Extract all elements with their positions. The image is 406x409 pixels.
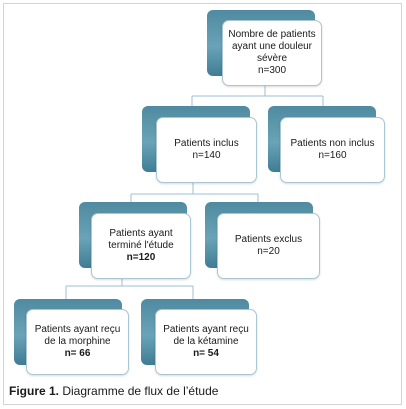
figure-caption: Figure 1. Diagramme de flux de l’étude [9, 384, 218, 398]
box-ketamine-line-2: de la kétamine [173, 336, 239, 347]
box-not-included-line-1: Patients non inclus [290, 138, 375, 149]
box-completed-line-1: Patients ayant [109, 228, 173, 239]
box-ketamine-count: n= 54 [193, 348, 219, 359]
box-excluded-count: n=20 [257, 246, 280, 257]
figure-label: Figure 1. [9, 384, 60, 398]
box-completed-line-2: terminé l'étude [108, 240, 174, 251]
box-morphine: Patients ayant reçu de la morphine n= 66 [26, 309, 129, 375]
box-morphine-count: n= 66 [64, 348, 91, 359]
box-completed: Patients ayant terminé l'étude n=120 [91, 213, 191, 279]
box-morphine-line-1: Patients ayant reçu [34, 324, 121, 335]
box-not-included-count: n=160 [318, 150, 347, 161]
box-excluded: Patients exclus n=20 [217, 213, 320, 279]
box-ketamine-line-1: Patients ayant reçu [163, 324, 249, 335]
box-root-line-3: sévère [256, 53, 287, 64]
box-included-line-1: Patients inclus [174, 138, 239, 149]
box-morphine-line-2: de la morphine [44, 336, 111, 347]
box-excluded-line-1: Patients exclus [234, 234, 303, 245]
box-root: Nombre de patients ayant une douleur sév… [222, 20, 322, 86]
figure-caption-text: Diagramme de flux de l’étude [59, 384, 219, 398]
box-ketamine: Patients ayant reçu de la kétamine n= 54 [155, 309, 257, 375]
box-root-line-1: Nombre de patients [228, 29, 316, 40]
box-root-count: n=300 [257, 65, 287, 76]
connector-included [130, 183, 259, 202]
box-not-included: Patients non inclus n=160 [280, 117, 385, 183]
box-included-count: n=140 [192, 150, 221, 161]
box-included: Patients inclus n=140 [156, 117, 257, 183]
box-root-line-2: ayant une douleur [231, 41, 313, 52]
box-completed-count: n=120 [126, 252, 156, 263]
connector-root [191, 79, 324, 106]
